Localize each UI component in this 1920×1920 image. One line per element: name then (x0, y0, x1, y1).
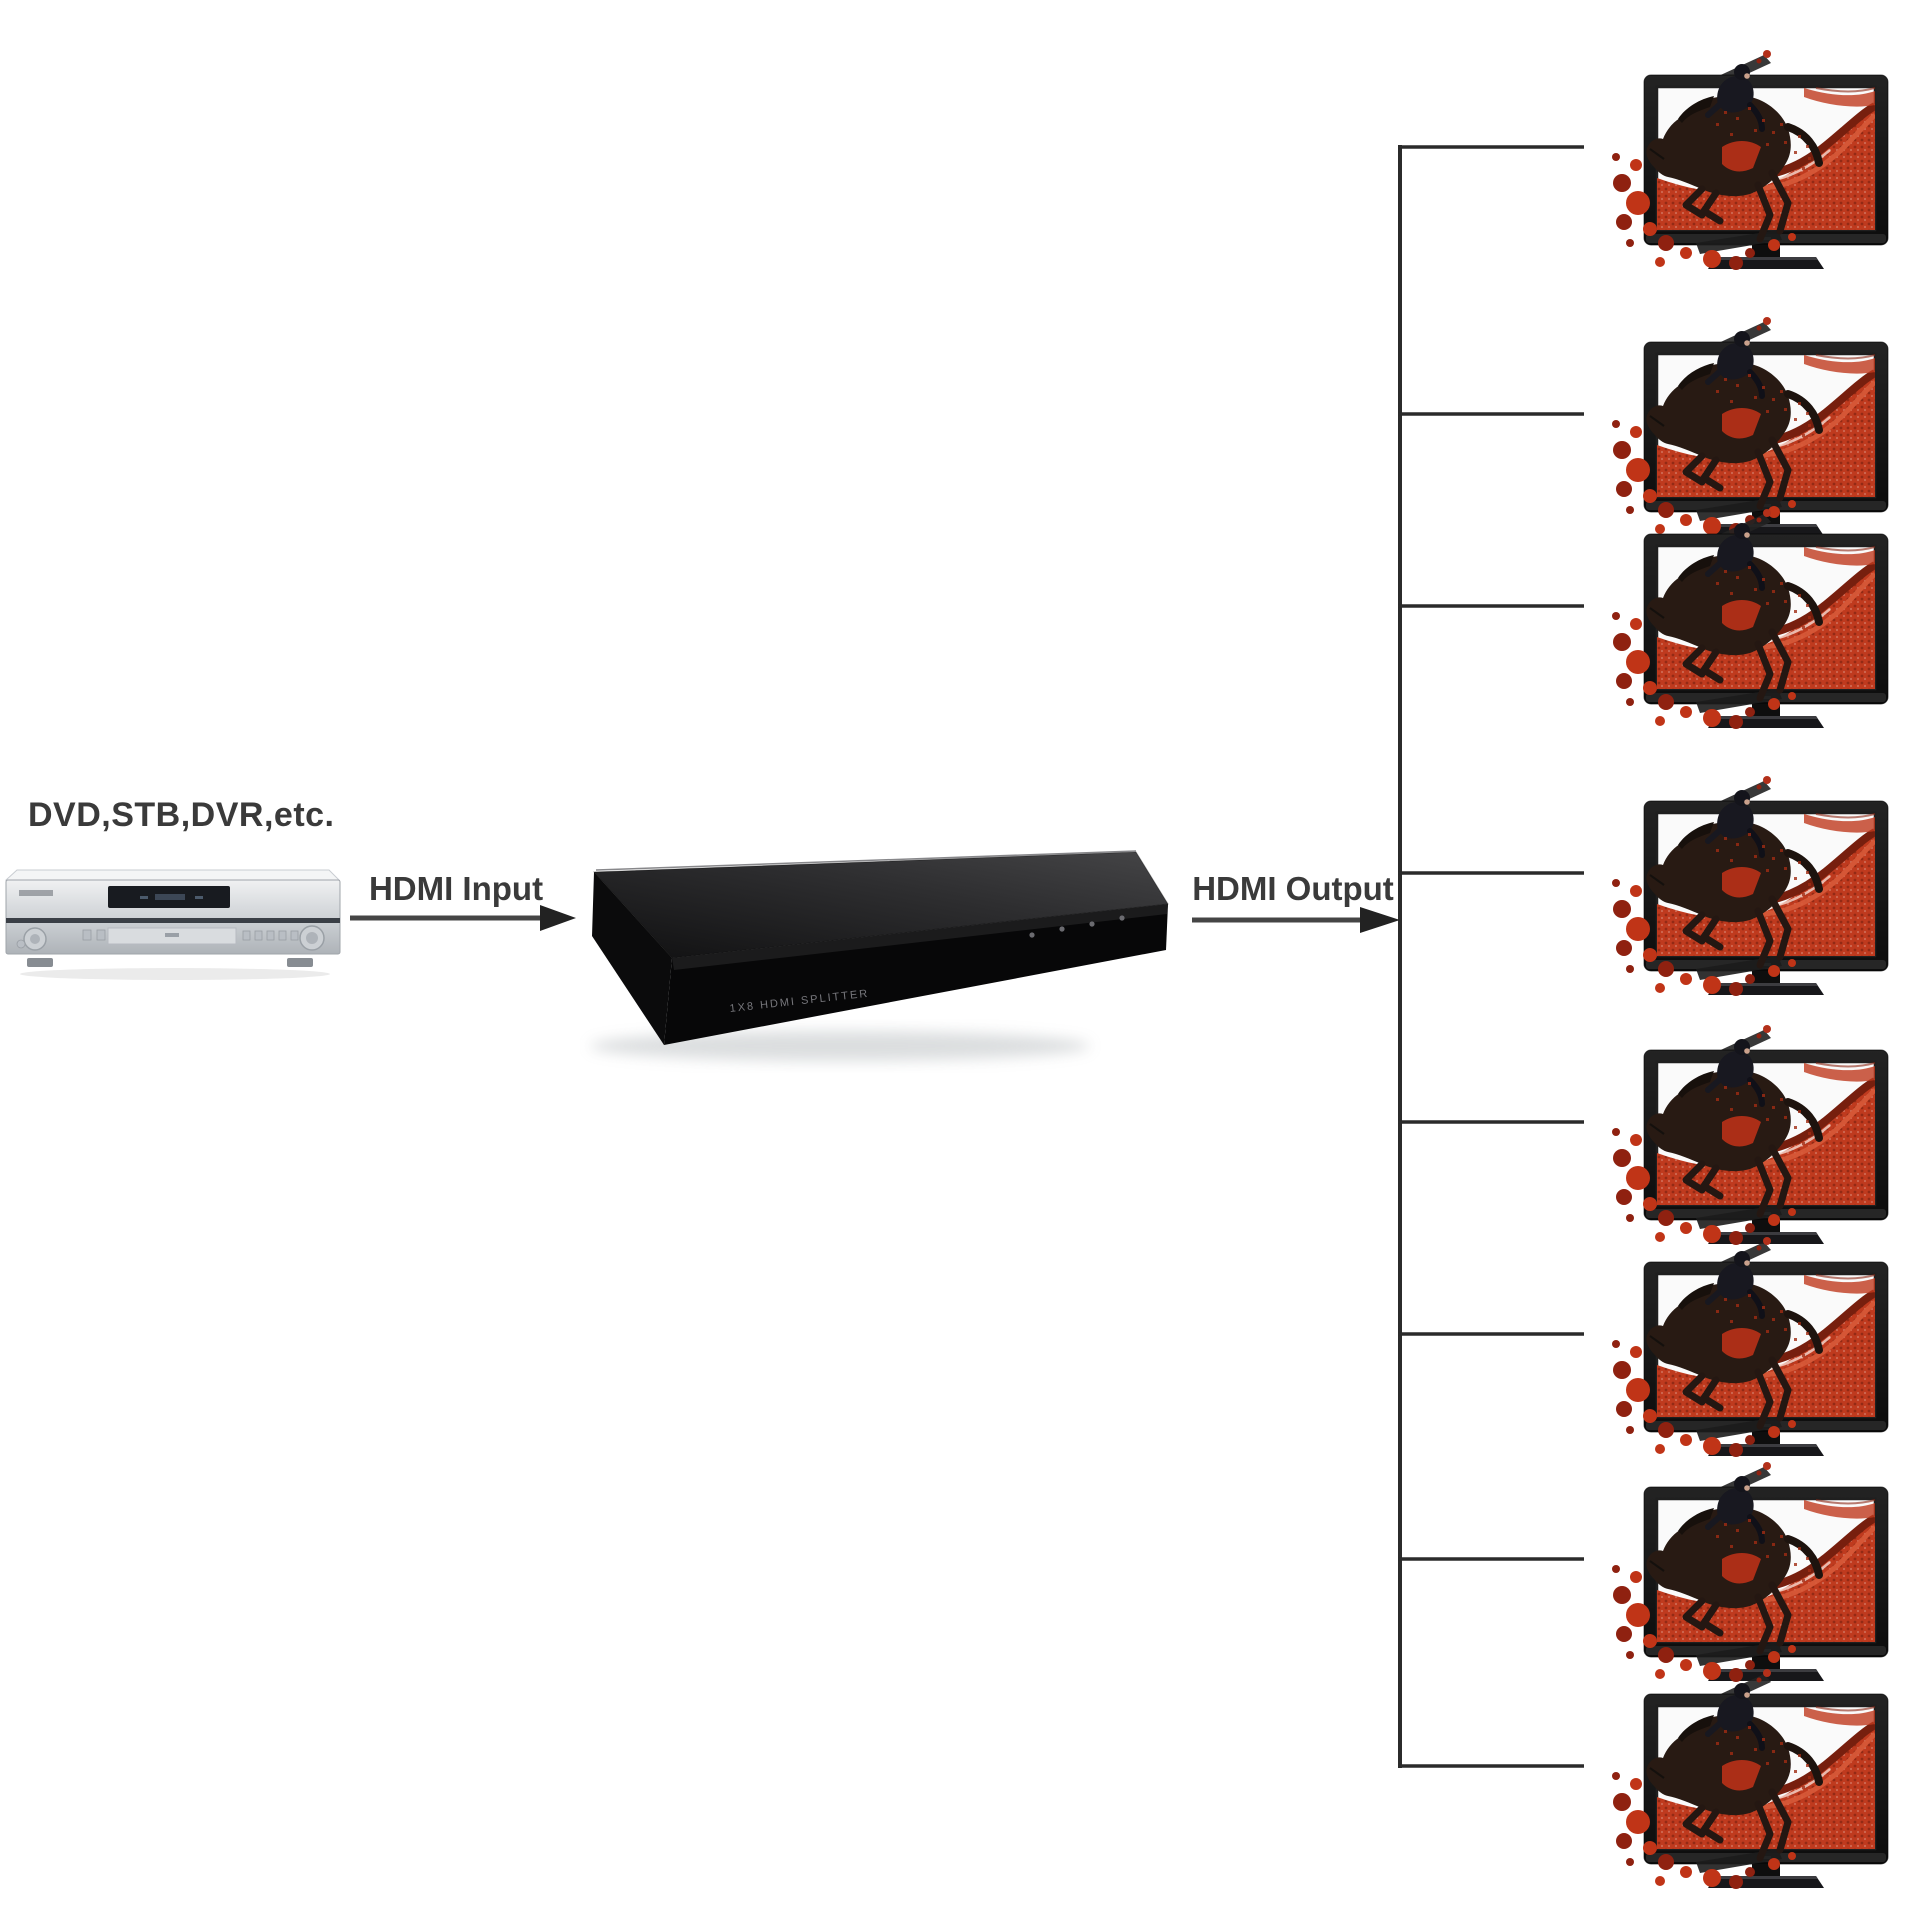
output-tv-5 (1566, 1022, 1896, 1257)
output-tv-7 (1566, 1459, 1896, 1694)
splitter-led-indicators (1029, 915, 1125, 938)
dvd-player-image (5, 866, 345, 984)
dvd-button-row (82, 929, 299, 941)
output-tv-4 (1566, 773, 1896, 1008)
output-tv-3 (1566, 506, 1896, 741)
hdmi-input-label: HDMI Input (368, 870, 544, 907)
source-device-label: DVD,STB,DVR,etc. (28, 796, 335, 834)
output-tv-1 (1566, 47, 1896, 282)
hdmi-output-label: HDMI Output (1192, 870, 1394, 907)
output-tv-6 (1566, 1234, 1896, 1469)
splitter-front-face (664, 904, 1168, 1045)
hdmi-splitter-image: 1X8 HDMI SPLITTER (580, 840, 1180, 1080)
output-tv-8 (1566, 1666, 1896, 1901)
dvd-brand-mark (19, 890, 53, 896)
splitter-shadow (590, 1031, 1090, 1061)
